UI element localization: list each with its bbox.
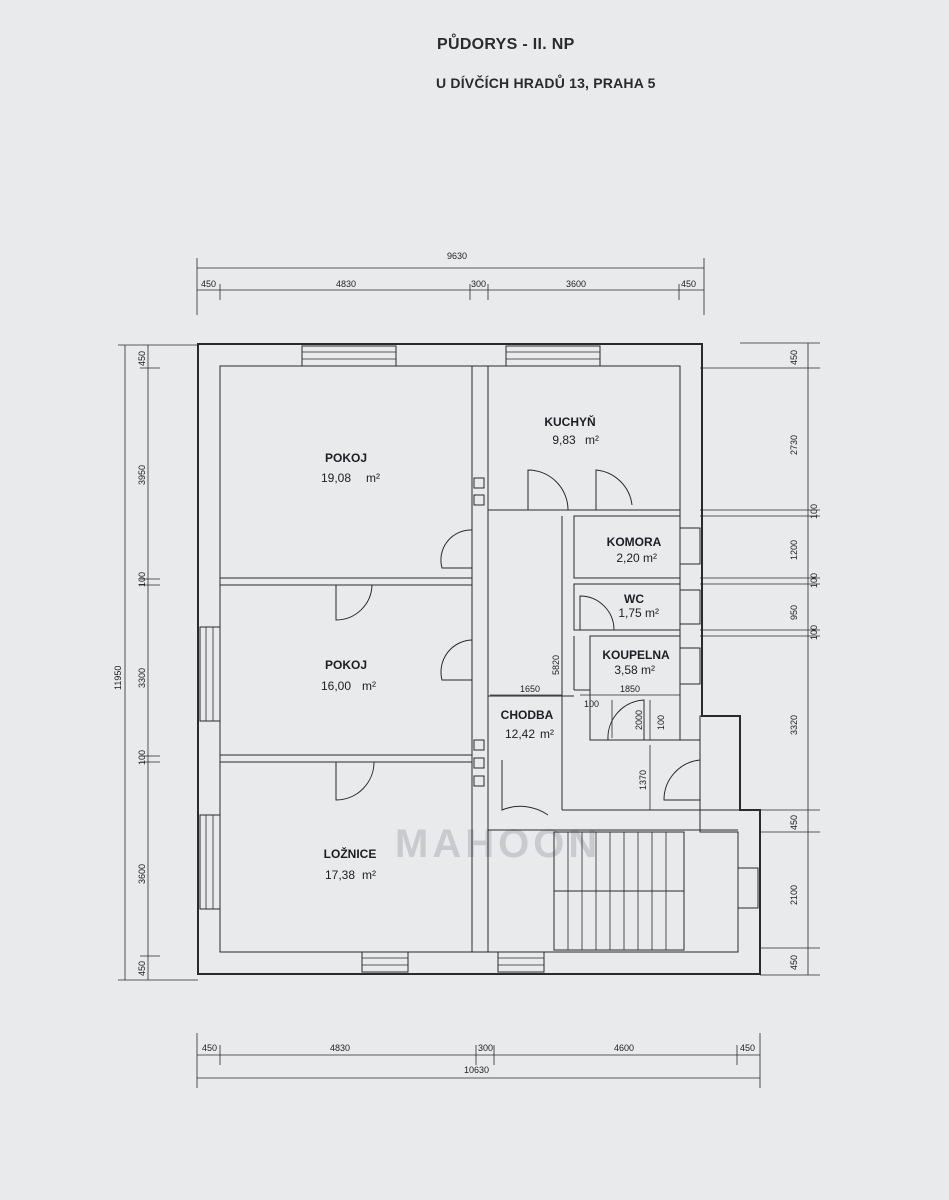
dim-left-total: 11950 [113, 666, 123, 690]
dim-right-3: 1200 [789, 540, 799, 560]
top-dimensions: 9630 450 4830 300 3600 450 [196, 251, 705, 315]
room-area-unit: m² [362, 679, 376, 693]
room-area: 16,00 [321, 679, 351, 693]
right-dimensions: 450 2730 100 1200 100 950 100 3320 450 2… [700, 342, 820, 976]
dim-interior-5: 100 [656, 715, 666, 730]
room-name: LOŽNICE [324, 846, 377, 861]
dim-left-4: 100 [137, 750, 147, 765]
dim-right-0: 450 [789, 350, 799, 365]
dim-bottom-2: 300 [478, 1043, 493, 1053]
dim-top-1: 4830 [336, 279, 356, 289]
room-loznice: LOŽNICE 17,38 m² [324, 846, 377, 882]
dim-right-4: 100 [809, 573, 819, 588]
room-wc: WC 1,75 m² [618, 592, 659, 620]
dim-left-3: 3300 [137, 668, 147, 688]
room-name: POKOJ [325, 451, 367, 465]
left-dimensions: 11950 450 3950 100 3300 100 3600 450 [113, 344, 198, 981]
watermark-text: MAHOON [395, 822, 601, 866]
dim-interior-0: 5820 [551, 655, 561, 675]
dim-left-6: 450 [137, 961, 147, 976]
room-kuchyn: KUCHYŇ 9,83 m² [544, 414, 599, 447]
dim-top-0: 450 [201, 279, 216, 289]
dim-interior-4: 2000 [634, 710, 644, 730]
dim-top-4: 450 [681, 279, 696, 289]
room-komora: KOMORA 2,20 m² [607, 535, 662, 565]
dim-bottom-4: 450 [740, 1043, 755, 1053]
room-koupelna: KOUPELNA 3,58 m² [602, 648, 670, 677]
dim-right-7: 3320 [789, 715, 799, 735]
dim-interior-2: 1850 [620, 684, 640, 694]
dim-left-1: 3950 [137, 465, 147, 485]
dim-bottom-total: 10630 [464, 1065, 489, 1075]
room-name: KOUPELNA [602, 648, 670, 662]
room-name: POKOJ [325, 658, 367, 672]
room-area-unit: m² [585, 433, 599, 447]
room-area: 3,58 [614, 663, 638, 677]
room-area: 2,20 [616, 551, 640, 565]
room-area-unit: m² [645, 606, 659, 620]
vent-shafts [473, 477, 485, 787]
room-name: CHODBA [501, 708, 554, 722]
room-pokoj-1: POKOJ 19,08 m² [321, 451, 380, 485]
dim-interior-3: 100 [584, 699, 599, 709]
doors [335, 469, 701, 816]
staircase [553, 831, 685, 951]
room-name: KOMORA [607, 535, 662, 549]
dim-left-2: 100 [137, 572, 147, 587]
plan-address: U DÍVČÍCH HRADŮ 13, PRAHA 5 [436, 75, 656, 91]
dim-right-8: 450 [789, 815, 799, 830]
room-chodba: CHODBA 12,42 m² [501, 708, 554, 741]
bottom-dimensions: 450 4830 300 4600 450 10630 [196, 1033, 761, 1088]
dim-left-5: 3600 [137, 864, 147, 884]
room-area-unit: m² [641, 663, 655, 677]
room-area: 1,75 [618, 606, 642, 620]
room-area: 17,38 [325, 868, 355, 882]
windows [199, 345, 759, 973]
dim-right-10: 450 [789, 955, 799, 970]
dim-bottom-0: 450 [202, 1043, 217, 1053]
room-area: 12,42 [505, 727, 535, 741]
dim-right-5: 950 [789, 605, 799, 620]
dim-top-2: 300 [471, 279, 486, 289]
dim-bottom-3: 4600 [614, 1043, 634, 1053]
dim-right-9: 2100 [789, 885, 799, 905]
dim-top-total: 9630 [447, 251, 467, 261]
room-area: 19,08 [321, 471, 351, 485]
dim-interior-1: 1650 [520, 684, 540, 694]
room-area-unit: m² [362, 868, 376, 882]
walls [197, 343, 761, 975]
dim-right-1: 2730 [789, 435, 799, 455]
interior-dimensions: 5820 1650 1850 100 2000 100 1370 [490, 516, 680, 810]
room-pokoj-2: POKOJ 16,00 m² [321, 658, 376, 693]
room-area-unit: m² [366, 471, 380, 485]
room-labels: POKOJ 19,08 m² KUCHYŇ 9,83 m² KOMORA 2,2… [321, 414, 670, 882]
dim-left-0: 450 [137, 351, 147, 366]
room-area-unit: m² [540, 727, 554, 741]
dim-right-2: 100 [809, 504, 819, 519]
dim-interior-6: 1370 [638, 770, 648, 790]
room-name: WC [624, 592, 644, 606]
room-name: KUCHYŇ [544, 414, 595, 429]
dim-top-3: 3600 [566, 279, 586, 289]
room-area-unit: m² [643, 551, 657, 565]
dim-right-6: 100 [809, 625, 819, 640]
room-area: 9,83 [552, 433, 576, 447]
plan-title: PŮDORYS - II. NP [437, 36, 575, 53]
dim-bottom-1: 4830 [330, 1043, 350, 1053]
